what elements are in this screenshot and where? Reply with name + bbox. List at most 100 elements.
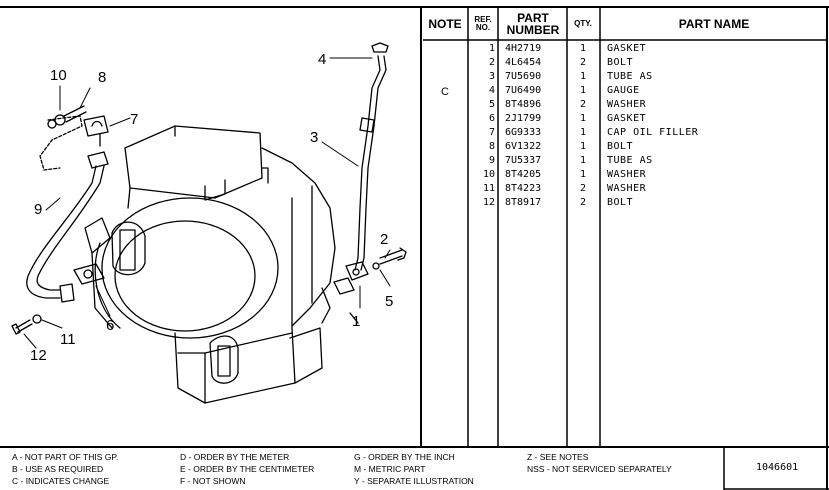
cap-oil-filler	[83, 115, 109, 147]
part-number: 8T4223	[505, 183, 542, 194]
parts-table: NOTE REF. NO. PART NUMBER QTY. PART NAME…	[423, 8, 829, 446]
header-part-name: PART NAME	[678, 17, 750, 31]
part-name: BOLT	[607, 141, 634, 152]
parts-diagram: 1 2 3 4 5 6 7 8 9 10 11 12	[11, 42, 407, 404]
callout-11: 11	[60, 331, 76, 348]
part-number: 7U5690	[505, 71, 542, 82]
part-number: 8T8917	[505, 197, 542, 208]
part-name: BOLT	[607, 197, 634, 208]
table-row: 9 7U5337 1 TUBE AS	[423, 154, 829, 168]
gauge-flange	[333, 261, 369, 295]
part-name: BOLT	[607, 57, 634, 68]
table-row: 6 2J1799 1 GASKET	[423, 112, 829, 126]
part-number: 7U5337	[505, 155, 542, 166]
ref-no: 4	[488, 85, 495, 96]
ref-no: 2	[488, 57, 495, 68]
transmission-housing	[84, 125, 359, 404]
ref-no: 10	[482, 169, 495, 180]
part-number: 4L6454	[505, 57, 542, 68]
legend-c: C - INDICATES CHANGE	[12, 476, 110, 486]
legend-z: Z - SEE NOTES	[527, 452, 589, 462]
part-name: WASHER	[607, 99, 647, 110]
part-number: 6G9333	[505, 127, 542, 138]
table-row: 3 7U5690 1 TUBE AS	[423, 70, 829, 84]
qty: 1	[579, 169, 587, 180]
callout-12: 12	[30, 347, 47, 364]
leader-lines	[23, 57, 391, 349]
callout-1: 1	[352, 313, 360, 330]
callout-10: 10	[50, 67, 67, 84]
qty: 1	[579, 85, 587, 96]
legend-m: M - METRIC PART	[354, 464, 426, 474]
ref-no: 12	[482, 197, 495, 208]
qty: 1	[579, 71, 587, 82]
callout-9: 9	[34, 201, 42, 218]
legend-a: A - NOT PART OF THIS GP.	[12, 452, 119, 462]
callout-3: 3	[310, 129, 318, 146]
part-number: 2J1799	[505, 113, 542, 124]
table-row: 5 8T4896 2 WASHER	[423, 98, 829, 112]
qty: 2	[579, 183, 587, 194]
legend-d: D - ORDER BY THE METER	[180, 452, 290, 462]
ref-no: 7	[488, 127, 495, 138]
legend-b: B - USE AS REQUIRED	[12, 464, 104, 474]
part-name: TUBE AS	[607, 71, 653, 82]
table-row: 1 4H2719 1 GASKET	[423, 42, 829, 56]
header-qty: QTY.	[574, 19, 592, 28]
document-id: 1046601	[756, 462, 799, 473]
qty: 1	[579, 43, 587, 54]
tube-as-oil-filler	[26, 151, 109, 303]
callout-7: 7	[130, 111, 138, 128]
part-number: 6V1322	[505, 141, 542, 152]
ref-no: 8	[488, 141, 495, 152]
legend-y: Y - SEPARATE ILLUSTRATION	[354, 476, 474, 486]
ref-no: 3	[488, 71, 495, 82]
callout-2: 2	[380, 231, 388, 248]
qty: 1	[579, 155, 587, 166]
ref-no: 6	[488, 113, 495, 124]
ref-no: 5	[488, 99, 495, 110]
qty: 2	[579, 99, 587, 110]
ref-no: 1	[488, 43, 495, 54]
callout-5: 5	[385, 293, 393, 310]
tube-as-dipstick	[354, 42, 389, 271]
part-name: WASHER	[607, 169, 647, 180]
header-ref-line2: NO.	[475, 23, 491, 32]
legend-e: E - ORDER BY THE CENTIMETER	[180, 464, 315, 474]
callout-6: 6	[106, 317, 114, 334]
qty: 2	[579, 57, 587, 68]
part-name: GAUGE	[607, 85, 640, 96]
bolt-12	[11, 319, 33, 335]
header-part-number: PART NUMBER	[499, 8, 567, 40]
qty: 1	[579, 127, 587, 138]
header-ref-no: REF. NO.	[469, 8, 497, 40]
table-row: 8 6V1322 1 BOLT	[423, 140, 829, 154]
part-name: GASKET	[607, 43, 647, 54]
qty: 1	[579, 113, 587, 124]
part-name: GASKET	[607, 113, 647, 124]
table-row: 11 8T4223 2 WASHER	[423, 182, 829, 196]
washer-10	[47, 119, 57, 129]
qty: 1	[579, 141, 587, 152]
ref-no: 11	[482, 183, 495, 194]
washer-11	[32, 314, 42, 324]
header-note: NOTE	[428, 17, 462, 31]
callout-8: 8	[98, 69, 106, 86]
table-row: 12 8T8917 2 BOLT	[423, 196, 829, 210]
legend-f: F - NOT SHOWN	[180, 476, 246, 486]
callout-4: 4	[318, 51, 326, 68]
part-name: WASHER	[607, 183, 647, 194]
part-number: 8T4896	[505, 99, 542, 110]
part-number: 8T4205	[505, 169, 542, 180]
table-row: 4 7U6490 1 GAUGE	[423, 84, 829, 98]
ref-no: 9	[488, 155, 495, 166]
table-row: 10 8T4205 1 WASHER	[423, 168, 829, 182]
table-row: 2 4L6454 2 BOLT	[423, 56, 829, 70]
legend: A - NOT PART OF THIS GP. B - USE AS REQU…	[0, 448, 829, 490]
note-value: C	[441, 86, 449, 98]
header-part-line1: PART	[517, 11, 549, 25]
header-ref-line1: REF.	[474, 15, 492, 24]
qty: 2	[579, 197, 587, 208]
bolt-2	[372, 247, 407, 270]
